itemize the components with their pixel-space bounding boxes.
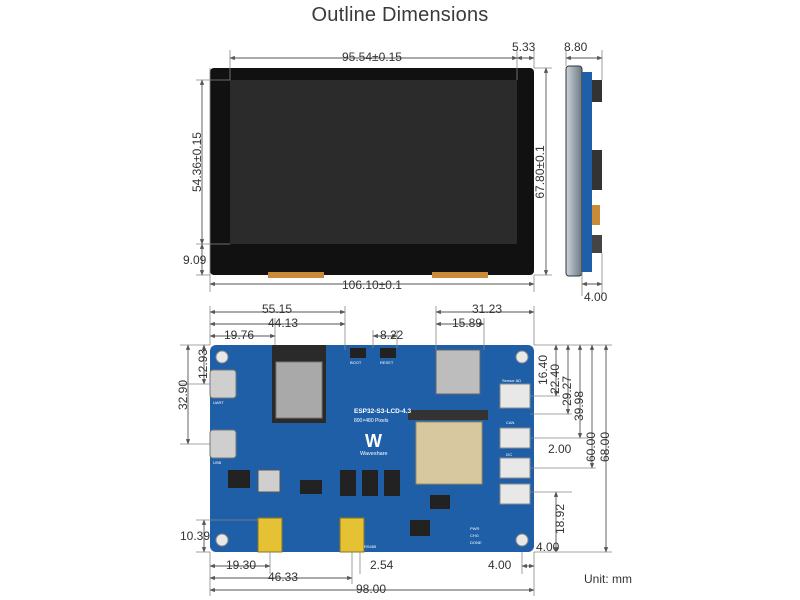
back-dim-46-33: 46.33 xyxy=(268,570,299,584)
back-dim-60-00: 60.00 xyxy=(584,431,598,463)
front-right-border-label: 5.33 xyxy=(512,40,536,54)
back-dim-19-76: 19.76 xyxy=(224,328,255,342)
side-view xyxy=(565,50,603,296)
back-dim-4-00-bottom: 4.00 xyxy=(488,558,512,572)
uart-label: UART xyxy=(213,400,224,405)
back-dim-32-90: 32.90 xyxy=(176,379,190,411)
back-dim-44-13: 44.13 xyxy=(268,316,299,330)
board-model-label: ESP32-S3-LCD-4.3 xyxy=(354,408,411,415)
side-board-thickness-label: 4.00 xyxy=(584,290,608,304)
back-dimension-arrows xyxy=(185,309,609,593)
back-dim-12-93: 12.93 xyxy=(196,348,210,380)
fpc-tab-right xyxy=(432,272,488,278)
front-bottom-border-label: 9.09 xyxy=(183,253,207,267)
back-dim-39-98: 39.98 xyxy=(572,390,586,422)
front-outer-width-label: 106.10±0.1 xyxy=(342,278,402,292)
waveshare-brand-label: Waveshare xyxy=(360,451,388,457)
reset-label: RESET xyxy=(380,360,394,365)
i2c-label: I2C xyxy=(506,452,512,457)
unit-label: Unit: mm xyxy=(584,572,632,586)
back-dim-98-00: 98.00 xyxy=(356,582,387,596)
rs485-label: RS485 xyxy=(364,544,377,549)
back-dim-55-15: 55.15 xyxy=(262,302,293,316)
board-resolution-label: 800×480 Pixels xyxy=(354,418,389,424)
back-dim-4-00-right: 4.00 xyxy=(536,540,560,554)
chg-label: CHG xyxy=(470,533,479,538)
front-view xyxy=(196,50,552,292)
back-dim-68-00: 68.00 xyxy=(598,431,612,463)
back-dim-19-30: 19.30 xyxy=(226,558,257,572)
back-dim-31-23: 31.23 xyxy=(472,302,503,316)
back-dim-15-89: 15.89 xyxy=(452,316,483,330)
done-label: DONE xyxy=(470,540,482,545)
can-label: CAN xyxy=(506,420,515,425)
back-view: ESP32-S3-LCD-4.3 800×480 Pixels W Wavesh… xyxy=(209,345,534,553)
page-title: Outline Dimensions xyxy=(311,4,489,26)
waveshare-logo-glyph: W xyxy=(365,431,382,451)
boot-label: BOOT xyxy=(350,360,362,365)
back-dim-18-92: 18.92 xyxy=(553,503,567,535)
usb-label: USB xyxy=(213,460,222,465)
front-active-width-label: 95.54±0.15 xyxy=(342,50,402,64)
back-dim-2-00: 2.00 xyxy=(548,442,572,456)
pwr-label: PWR xyxy=(470,526,479,531)
front-outer-height-label: 67.80±0.1 xyxy=(533,145,547,199)
side-thickness-label: 8.80 xyxy=(564,40,588,54)
back-dim-10-39: 10.39 xyxy=(180,529,211,543)
back-dim-2-54: 2.54 xyxy=(370,558,394,572)
front-active-height-label: 54.36±0.15 xyxy=(190,132,204,192)
sensor-label: Sensor AD xyxy=(502,378,521,383)
display-active-area xyxy=(230,80,517,244)
back-dim-8-22: 8.22 xyxy=(380,328,404,342)
fpc-tab-left xyxy=(268,272,324,278)
